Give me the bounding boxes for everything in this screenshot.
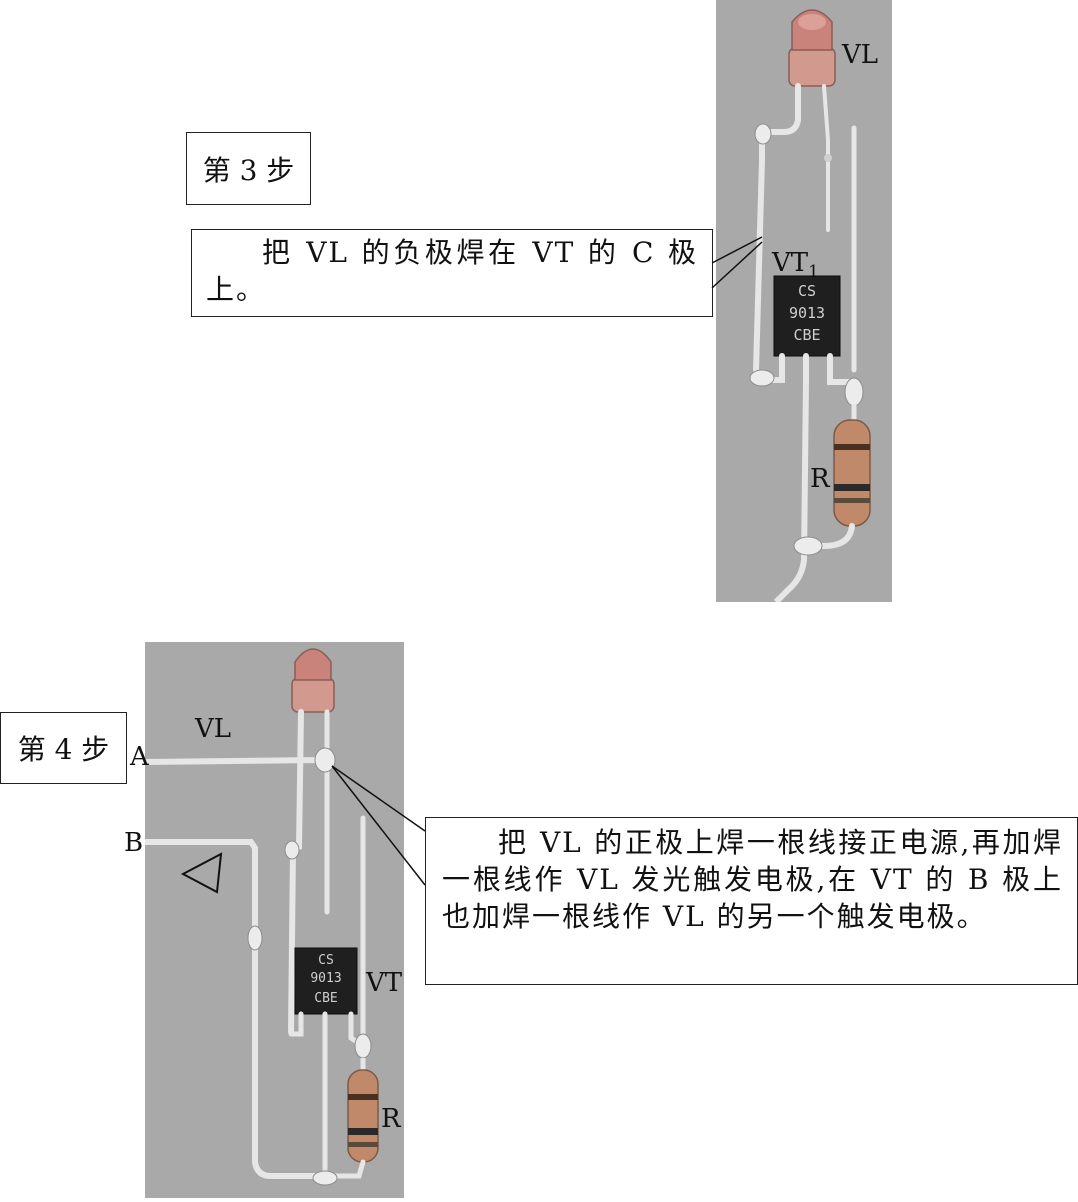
step4-leader-line-2 bbox=[331, 765, 426, 886]
step4-photo: CS 9013 CBE bbox=[142, 642, 404, 1198]
step4-transistor bbox=[294, 947, 358, 1015]
step3-vt-label: VT1 bbox=[772, 250, 819, 281]
step4-point-a-label: A bbox=[130, 742, 149, 772]
step3-transistor-marking-1: CS bbox=[798, 282, 816, 300]
step4-wire-a bbox=[142, 757, 326, 765]
step3-resistor bbox=[833, 419, 871, 527]
step3-transistor bbox=[773, 275, 841, 357]
step4-r-label: R bbox=[381, 1104, 401, 1134]
step4-vt-label: VT bbox=[366, 968, 403, 998]
step4-step-label: 第 4 步 bbox=[17, 733, 110, 766]
step4-caption-box: 把 VL 的正极上焊一根线接正电源,再加焊一根线作 VL 发光触发电极,在 VT… bbox=[425, 817, 1078, 985]
step3-photo: CS 9013 CBE bbox=[716, 0, 892, 605]
step3-step-label: 第 3 步 bbox=[202, 153, 295, 187]
step4-transistor-marking-2: 9013 bbox=[310, 971, 341, 986]
step4-transistor-marking-3: CBE bbox=[314, 991, 337, 1006]
step3-transistor-marking-2: 9013 bbox=[789, 304, 825, 322]
step4-led bbox=[291, 648, 335, 713]
step4-step-box: 第 4 步 bbox=[0, 712, 127, 784]
step3-leader-line-1 bbox=[711, 236, 763, 264]
step4-circuit-drawing: CS 9013 CBE bbox=[142, 648, 379, 1186]
step3-led-anode-lead bbox=[822, 84, 830, 232]
step4-caption-text: 把 VL 的正极上焊一根线接正电源,再加焊一根线作 VL 发光触发电极,在 VT… bbox=[442, 826, 1063, 934]
step3-leader-line-2 bbox=[711, 241, 763, 289]
step3-caption-box: 把 VL 的负极焊在 VT 的 C 极上。 bbox=[191, 229, 713, 317]
step3-transistor-marking-3: CBE bbox=[793, 326, 820, 344]
step3-r-label: R bbox=[810, 464, 830, 494]
step3-vt-subscript: 1 bbox=[808, 262, 819, 282]
step4-point-b-label: B bbox=[124, 828, 144, 858]
step3-led bbox=[788, 9, 836, 87]
step4-transistor-marking-1: CS bbox=[318, 953, 334, 968]
step3-vt-label-text: VT bbox=[772, 248, 809, 278]
step4-vl-label: VL bbox=[195, 714, 232, 744]
step4-resistor bbox=[347, 1069, 379, 1163]
step4-leader-line-1 bbox=[331, 765, 426, 832]
step4-wire-b bbox=[142, 839, 332, 1179]
step3-vl-label: VL bbox=[842, 40, 879, 70]
step3-step-box: 第 3 步 bbox=[186, 132, 311, 205]
step3-caption-text: 把 VL 的负极焊在 VT 的 C 极上。 bbox=[206, 236, 698, 307]
step4-triangle-marker bbox=[180, 852, 223, 894]
step3-circuit-drawing: CS 9013 CBE bbox=[749, 9, 871, 605]
